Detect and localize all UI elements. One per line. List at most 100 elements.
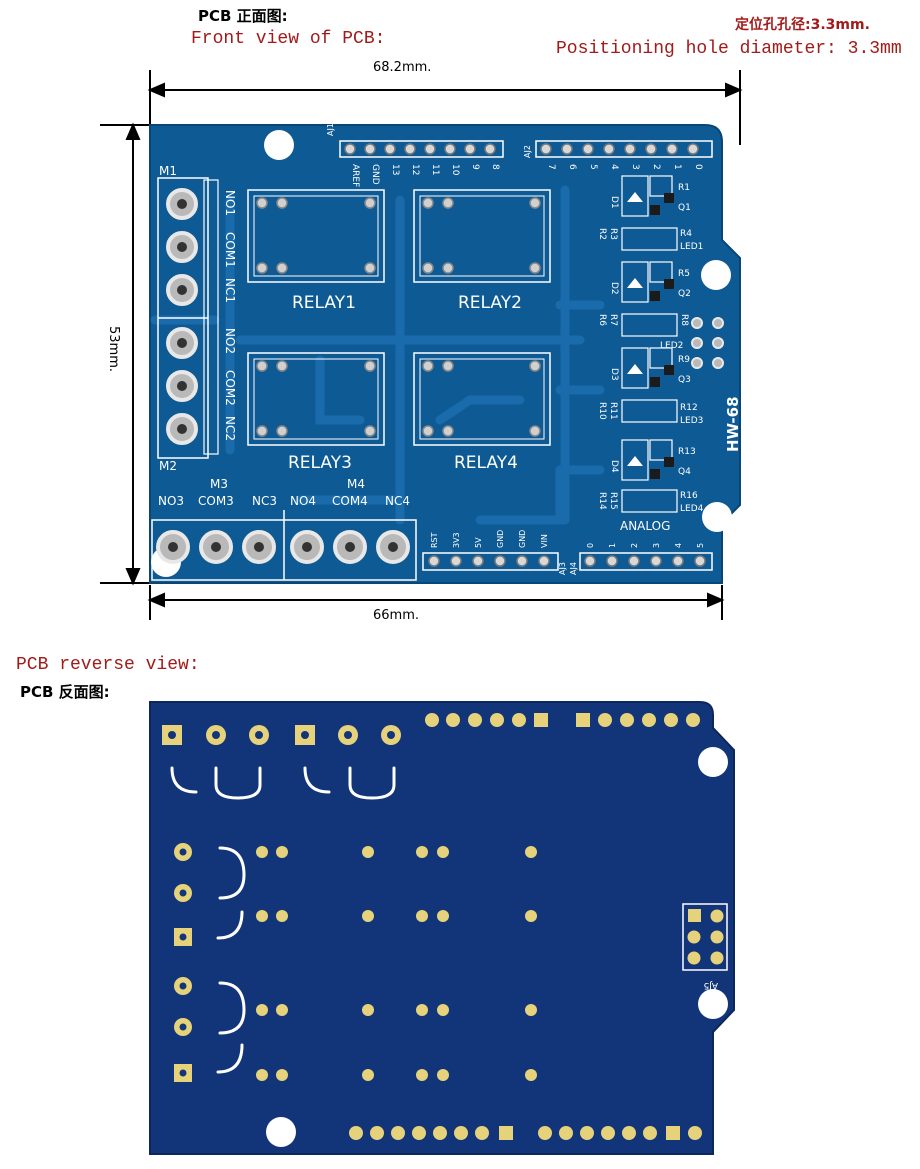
header-name-aj1: AJ1	[326, 123, 335, 136]
comp-r7: R7	[608, 314, 618, 326]
front-title-zh: PCB 正面图:	[198, 7, 288, 25]
comp-r14: R14	[597, 492, 607, 510]
reverse-relay-pads	[256, 846, 537, 1081]
pin-label-4: 4	[609, 164, 619, 170]
pin-label-12: 12	[410, 164, 420, 175]
reverse-header-top-left	[425, 713, 548, 727]
comp-r10: R10	[597, 402, 607, 420]
pin-label-aref: AREF	[350, 164, 360, 187]
module-label-m3: M3	[210, 477, 228, 491]
analog-label: ANALOG	[620, 519, 670, 533]
header-name-aj3: AJ3	[558, 562, 567, 575]
pin-label-10: 10	[450, 164, 460, 176]
comp-r13: R13	[678, 447, 696, 457]
comp-r11: R11	[608, 402, 618, 420]
module-label-m1: M1	[159, 164, 177, 178]
pin-label-a0: 0	[586, 543, 595, 548]
reverse-header-label: AJ5	[703, 980, 718, 990]
terminal-label-no2: NO2	[223, 328, 237, 354]
terminal-label-nc1: NC1	[223, 278, 237, 303]
relay-pins	[256, 197, 541, 437]
relay-outlines	[247, 189, 551, 446]
pin-label-gnd1: GND	[496, 530, 505, 548]
comp-r3: R3	[608, 228, 618, 240]
header-top-right	[535, 140, 713, 158]
dimension-lines	[100, 70, 743, 620]
comp-led2: LED2	[660, 341, 683, 351]
pin-label-6: 6	[567, 164, 577, 170]
comp-q1: Q1	[678, 203, 691, 213]
component-outlines	[621, 175, 678, 513]
comp-q4: Q4	[678, 467, 691, 477]
module-label-m4: M4	[347, 477, 365, 491]
terminal-label-no3: NO3	[158, 494, 184, 508]
comp-r1: R1	[678, 183, 690, 193]
comp-d4: D4	[609, 460, 619, 473]
pin-label-a2: 2	[630, 543, 639, 548]
comp-r5: R5	[678, 269, 690, 279]
module-label-m2: M2	[159, 459, 177, 473]
reverse-board	[149, 701, 735, 1155]
dim-width-bottom-label: 66mm.	[373, 608, 419, 623]
relay-label-4: RELAY4	[454, 453, 518, 473]
pin-label-7: 7	[546, 164, 556, 170]
comp-r2: R2	[597, 228, 607, 240]
reverse-pcb-diagram: AJ5	[149, 701, 735, 1155]
pin-label-9: 9	[470, 164, 480, 170]
pin-label-11: 11	[430, 164, 440, 175]
icsp-header-front	[691, 317, 724, 369]
terminal-label-nc3: NC3	[252, 494, 277, 508]
reverse-icsp-header	[682, 903, 728, 971]
comp-led4: LED4	[680, 504, 704, 514]
pin-label-2: 2	[651, 164, 661, 170]
pin-label-rst: RST	[430, 532, 439, 548]
reverse-silk-curves	[170, 766, 396, 1074]
hole-diameter-en: Positioning hole diameter: 3.3mm	[556, 39, 902, 59]
comp-d1: D1	[609, 196, 619, 209]
board-label: HW-68	[724, 396, 742, 452]
dim-width-top-label: 68.2mm.	[373, 60, 431, 75]
pin-label-5: 5	[588, 164, 598, 170]
dim-height-label: 53mm.	[106, 326, 121, 372]
terminal-label-no4: NO4	[290, 494, 316, 508]
terminal-block-left	[157, 177, 219, 459]
pin-label-0: 0	[693, 164, 703, 170]
transistors	[650, 193, 674, 479]
terminal-block-bottom	[151, 510, 417, 581]
comp-q3: Q3	[678, 375, 691, 385]
relay-label-3: RELAY3	[288, 453, 352, 473]
header-analog	[579, 552, 713, 571]
relay-label-2: RELAY2	[458, 293, 522, 313]
comp-d2: D2	[609, 282, 619, 295]
pin-label-gnd: GND	[370, 164, 380, 185]
comp-r8: R8	[679, 314, 689, 326]
front-board	[149, 124, 741, 584]
reverse-terminal-drills-top	[168, 731, 395, 739]
reverse-title-en: PCB reverse view:	[16, 655, 200, 675]
diode-symbols	[627, 192, 643, 466]
comp-d3: D3	[609, 368, 619, 381]
comp-r15: R15	[608, 492, 618, 510]
terminal-label-com4: COM4	[332, 494, 368, 508]
front-title-en: Front view of PCB:	[191, 29, 386, 49]
hole-diameter-zh: 定位孔孔径:3.3mm.	[735, 17, 870, 33]
pin-label-a1: 1	[608, 543, 617, 548]
terminal-label-com2: COM2	[223, 370, 237, 406]
pin-label-a3: 3	[652, 543, 661, 548]
comp-r16: R16	[680, 491, 698, 501]
pin-label-3: 3	[630, 164, 640, 170]
pin-label-vin: VIN	[540, 534, 549, 548]
pin-label-gnd2: GND	[518, 530, 527, 548]
header-name-aj2: AJ2	[523, 145, 532, 158]
comp-q2: Q2	[678, 289, 691, 299]
comp-led3: LED3	[680, 416, 703, 426]
comp-r6: R6	[597, 314, 607, 326]
comp-r9: R9	[678, 355, 690, 365]
pin-label-3v3: 3V3	[452, 532, 461, 548]
comp-led1: LED1	[680, 242, 703, 252]
comp-r4: R4	[680, 229, 692, 239]
reverse-header-top-right	[576, 713, 700, 727]
traces	[150, 185, 605, 525]
relay-label-1: RELAY1	[292, 293, 356, 313]
terminal-label-nc2: NC2	[223, 416, 237, 441]
